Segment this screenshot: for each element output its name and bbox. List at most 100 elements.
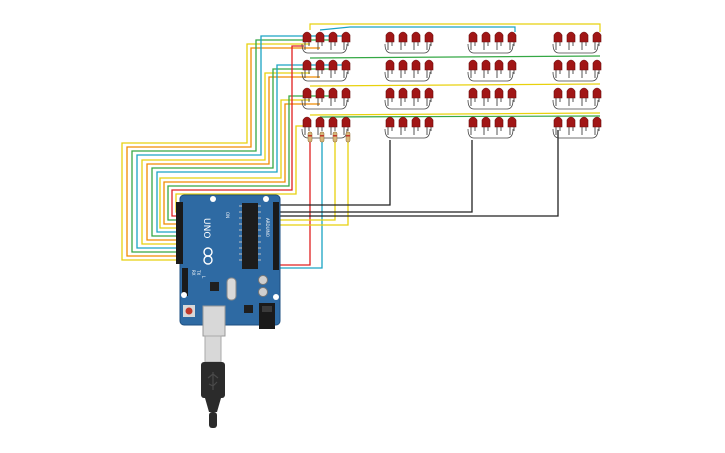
led[interactable] [592, 87, 602, 99]
led[interactable] [398, 87, 408, 99]
led[interactable] [579, 116, 589, 128]
led[interactable] [328, 59, 338, 71]
led[interactable] [507, 116, 517, 128]
led[interactable] [468, 116, 478, 128]
led[interactable] [592, 59, 602, 71]
col1-wire-teal[interactable] [268, 140, 323, 269]
led[interactable] [481, 116, 491, 128]
led[interactable] [553, 31, 563, 43]
led[interactable] [566, 87, 576, 99]
wire-green-row3[interactable] [167, 95, 335, 221]
led[interactable] [385, 59, 395, 71]
led[interactable] [315, 87, 325, 99]
led[interactable] [553, 116, 563, 128]
led-lead [426, 70, 432, 78]
led-lead [304, 42, 310, 50]
col1-wire-yellow[interactable] [278, 140, 336, 221]
led[interactable] [424, 116, 434, 128]
led[interactable] [481, 59, 491, 71]
col3-wire-black[interactable] [278, 140, 473, 213]
led[interactable] [494, 87, 504, 99]
wire-orange-row1[interactable] [126, 47, 320, 257]
led[interactable] [398, 31, 408, 43]
led[interactable] [553, 59, 563, 71]
led[interactable] [553, 87, 563, 99]
col1-wire-yellow2[interactable] [278, 140, 349, 226]
led[interactable] [385, 87, 395, 99]
led[interactable] [302, 59, 312, 71]
led[interactable] [341, 59, 351, 71]
led[interactable] [328, 116, 338, 128]
led[interactable] [481, 87, 491, 99]
led[interactable] [411, 87, 421, 99]
led[interactable] [315, 116, 325, 128]
resistor[interactable] [345, 131, 351, 143]
wire-yellow-row1[interactable] [121, 43, 310, 261]
led[interactable] [302, 116, 312, 128]
led[interactable] [494, 59, 504, 71]
arduino-uno-board[interactable]: UNO ARDUINO ON TX RX L [176, 194, 281, 337]
led-lead [304, 70, 310, 78]
led-lead [304, 127, 310, 135]
led-lead [330, 70, 336, 78]
led-cell [467, 59, 517, 82]
led[interactable] [579, 31, 589, 43]
led[interactable] [424, 59, 434, 71]
led[interactable] [315, 31, 325, 43]
led[interactable] [411, 116, 421, 128]
wire-teal-row2[interactable] [156, 64, 345, 233]
led[interactable] [341, 31, 351, 43]
reset-button[interactable] [185, 307, 193, 315]
usb-trident-icon [207, 372, 219, 390]
led-lead [483, 42, 489, 50]
usb-port[interactable] [202, 305, 226, 337]
led[interactable] [507, 87, 517, 99]
led-common-wire [552, 128, 599, 139]
wire-yellow-row3[interactable] [159, 99, 310, 229]
led[interactable] [507, 31, 517, 43]
led-common-wire [467, 43, 514, 54]
led[interactable] [468, 87, 478, 99]
led[interactable] [302, 31, 312, 43]
resistor[interactable] [332, 131, 338, 143]
wire-red-row4[interactable] [171, 45, 304, 217]
led[interactable] [494, 116, 504, 128]
led-lead [470, 127, 476, 135]
led[interactable] [592, 31, 602, 43]
led[interactable] [566, 116, 576, 128]
led-lead [400, 70, 406, 78]
led[interactable] [341, 87, 351, 99]
led[interactable] [398, 116, 408, 128]
led[interactable] [315, 59, 325, 71]
led[interactable] [341, 116, 351, 128]
led[interactable] [579, 87, 589, 99]
led[interactable] [424, 87, 434, 99]
led[interactable] [494, 31, 504, 43]
wire-teal-row1[interactable] [136, 35, 345, 249]
resistor[interactable] [307, 131, 313, 143]
col2-wire-black[interactable] [278, 140, 391, 206]
led[interactable] [424, 31, 434, 43]
resistor[interactable] [319, 131, 325, 143]
col4-wire-black[interactable] [278, 130, 559, 217]
led[interactable] [481, 31, 491, 43]
led[interactable] [468, 31, 478, 43]
led[interactable] [385, 31, 395, 43]
led[interactable] [328, 87, 338, 99]
led[interactable] [566, 31, 576, 43]
led[interactable] [398, 59, 408, 71]
wire-orange-row3[interactable] [163, 103, 320, 225]
led[interactable] [411, 31, 421, 43]
led[interactable] [468, 59, 478, 71]
led[interactable] [592, 116, 602, 128]
led[interactable] [302, 87, 312, 99]
usb-cable[interactable] [201, 335, 225, 428]
led[interactable] [566, 59, 576, 71]
led[interactable] [411, 59, 421, 71]
led[interactable] [328, 31, 338, 43]
led[interactable] [507, 59, 517, 71]
wire-green-row1[interactable] [131, 39, 335, 253]
led[interactable] [385, 116, 395, 128]
wire-green-row2[interactable] [151, 68, 335, 237]
led[interactable] [579, 59, 589, 71]
